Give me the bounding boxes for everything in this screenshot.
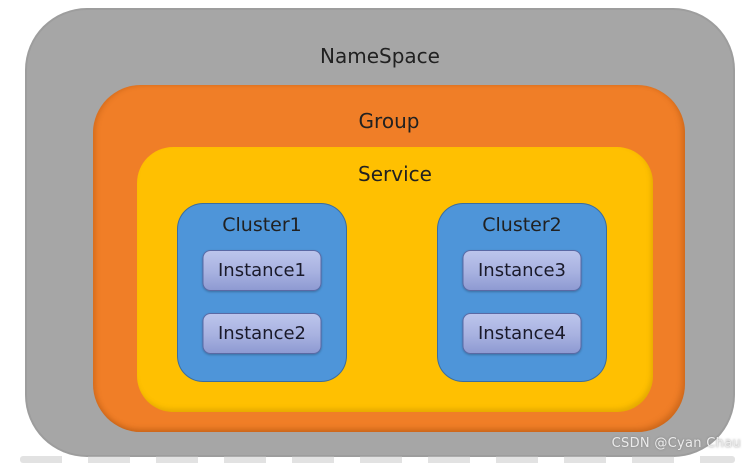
group-box: Group Service Cluster1 Instance1 Instanc… — [93, 85, 685, 432]
instance-box: Instance1 — [202, 250, 322, 291]
instance-label: Instance2 — [217, 323, 306, 344]
instance-box: Instance3 — [462, 250, 582, 291]
group-label: Group — [358, 109, 420, 133]
watermark: CSDN @Cyan Chau — [611, 436, 741, 451]
namespace-label: NameSpace — [320, 44, 440, 68]
instance-label: Instance4 — [477, 323, 566, 344]
service-box: Service Cluster1 Instance1 Instance2 Clu… — [137, 147, 653, 412]
instance-label: Instance1 — [217, 260, 306, 281]
cluster1-box: Cluster1 Instance1 Instance2 — [177, 203, 347, 382]
cluster2-label: Cluster2 — [482, 214, 562, 236]
instance-box: Instance2 — [202, 313, 322, 354]
cluster2-box: Cluster2 Instance3 Instance4 — [437, 203, 607, 382]
instance-box: Instance4 — [462, 313, 582, 354]
bottom-artifact-strip — [20, 456, 735, 463]
cluster1-label: Cluster1 — [222, 214, 302, 236]
service-label: Service — [358, 162, 432, 186]
instance-label: Instance3 — [477, 260, 566, 281]
namespace-box: NameSpace Group Service Cluster1 Instanc… — [25, 8, 735, 457]
